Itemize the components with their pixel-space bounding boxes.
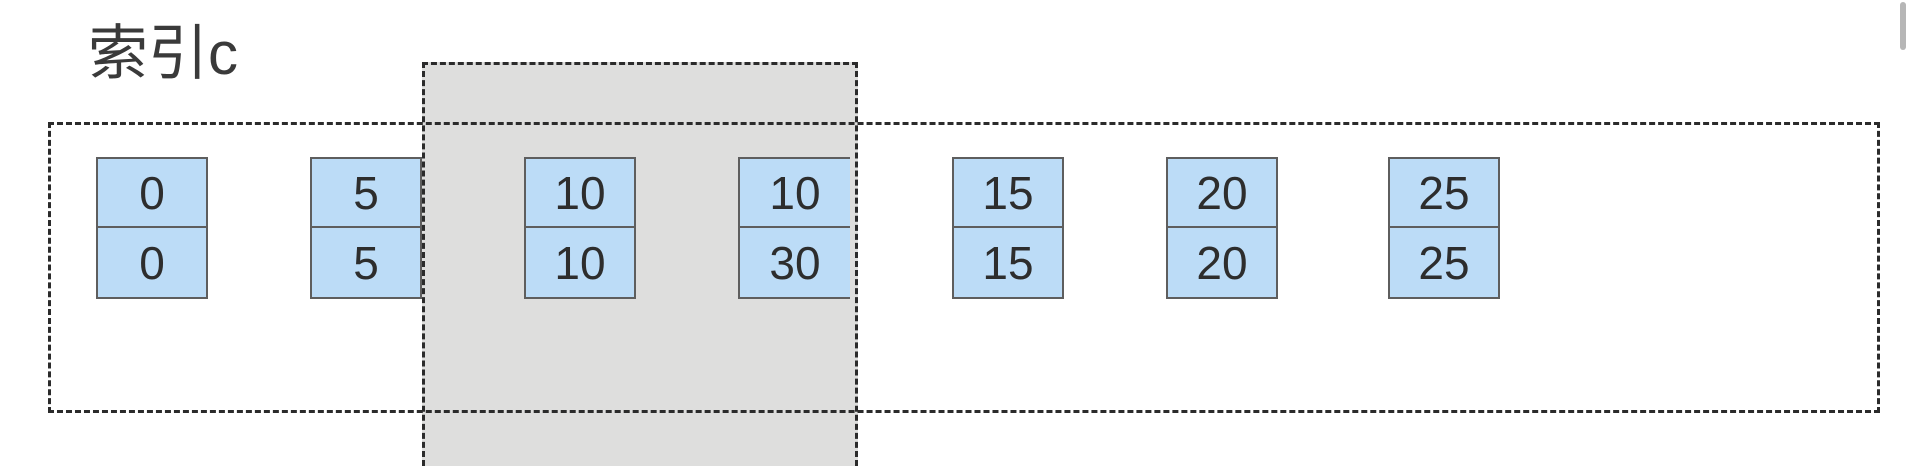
array-cell-6-top: 25 [1388,157,1500,228]
array-cell-6[interactable]: 25 25 [1388,157,1500,299]
array-cell-4[interactable]: 15 15 [952,157,1064,299]
array-cell-4-top: 15 [952,157,1064,228]
array-cell-1[interactable]: 5 5 [310,157,422,299]
array-cell-3-top: 10 [738,157,850,228]
array-cell-1-top: 5 [310,157,422,228]
array-cell-3-bottom: 30 [738,227,850,299]
page-title: 索引c [88,20,238,87]
array-cell-0-bottom: 0 [96,227,208,299]
array-cell-1-bottom: 5 [310,227,422,299]
array-cell-3[interactable]: 10 30 [738,157,850,299]
vertical-scrollbar-thumb[interactable] [1900,2,1906,50]
array-cell-0[interactable]: 0 0 [96,157,208,299]
array-cell-5[interactable]: 20 20 [1166,157,1278,299]
array-cell-4-bottom: 15 [952,227,1064,299]
array-cell-5-bottom: 20 [1166,227,1278,299]
array-cell-6-bottom: 25 [1388,227,1500,299]
array-cell-2[interactable]: 10 10 [524,157,636,299]
array-cell-2-bottom: 10 [524,227,636,299]
array-cell-2-top: 10 [524,157,636,228]
array-cell-0-top: 0 [96,157,208,228]
array-cell-5-top: 20 [1166,157,1278,228]
